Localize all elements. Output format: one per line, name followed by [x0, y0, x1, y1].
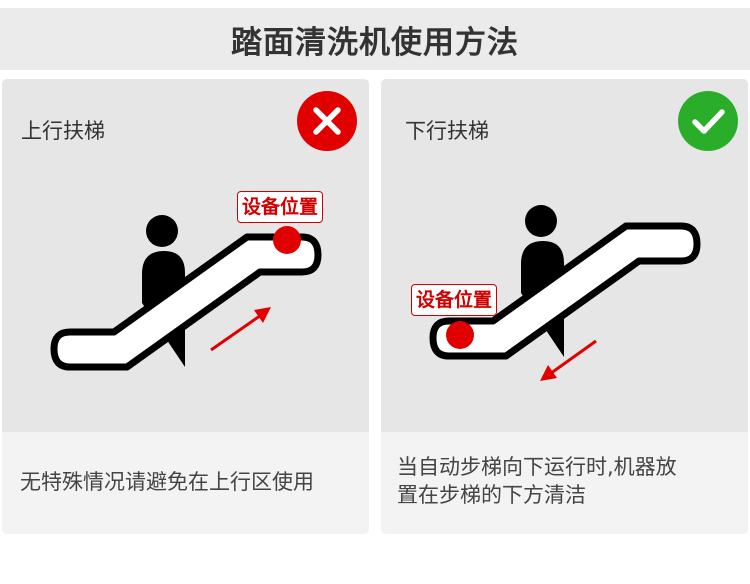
direction-arrow-up-icon	[210, 307, 271, 352]
panel-description: 无特殊情况请避免在上行区使用	[20, 470, 314, 494]
device-position-label: 设备位置	[237, 191, 324, 223]
device-position-marker	[446, 321, 474, 349]
panel-title: 下行扶梯	[405, 119, 489, 143]
description-line: 置在步梯的下方清洁	[397, 483, 586, 507]
device-position-marker	[273, 226, 301, 254]
description-line: 当自动步梯向下运行时,机器放	[397, 455, 677, 479]
title-bar: 踏面清洗机使用方法	[0, 8, 750, 70]
check-icon	[678, 91, 738, 151]
escalator-illustration	[50, 215, 322, 371]
illustration-area: 下行扶梯 设备位置	[381, 79, 748, 432]
escalator-handrail	[50, 233, 322, 371]
cross-icon	[297, 91, 357, 151]
person-head-icon	[525, 205, 557, 237]
panel-title: 上行扶梯	[21, 119, 105, 143]
panel-description: 当自动步梯向下运行时,机器放 置在步梯的下方清洁	[397, 453, 737, 509]
device-position-label: 设备位置	[411, 284, 498, 316]
panel-up-escalator: 上行扶梯 设备位置 无特殊情况请避免在上行区使用	[2, 79, 369, 534]
description-area	[381, 432, 748, 534]
description-area	[2, 432, 369, 534]
escalator-handrail	[429, 222, 701, 360]
person-head-icon	[146, 215, 178, 247]
illustration-area: 上行扶梯 设备位置	[2, 79, 369, 432]
direction-arrow-down-icon	[540, 339, 597, 381]
panel-down-escalator: 下行扶梯 设备位置 当自动步梯向下运行时,机器放 置在步梯的下方清洁	[381, 79, 748, 534]
escalator-illustration	[429, 205, 701, 381]
page-title: 踏面清洗机使用方法	[231, 24, 519, 61]
